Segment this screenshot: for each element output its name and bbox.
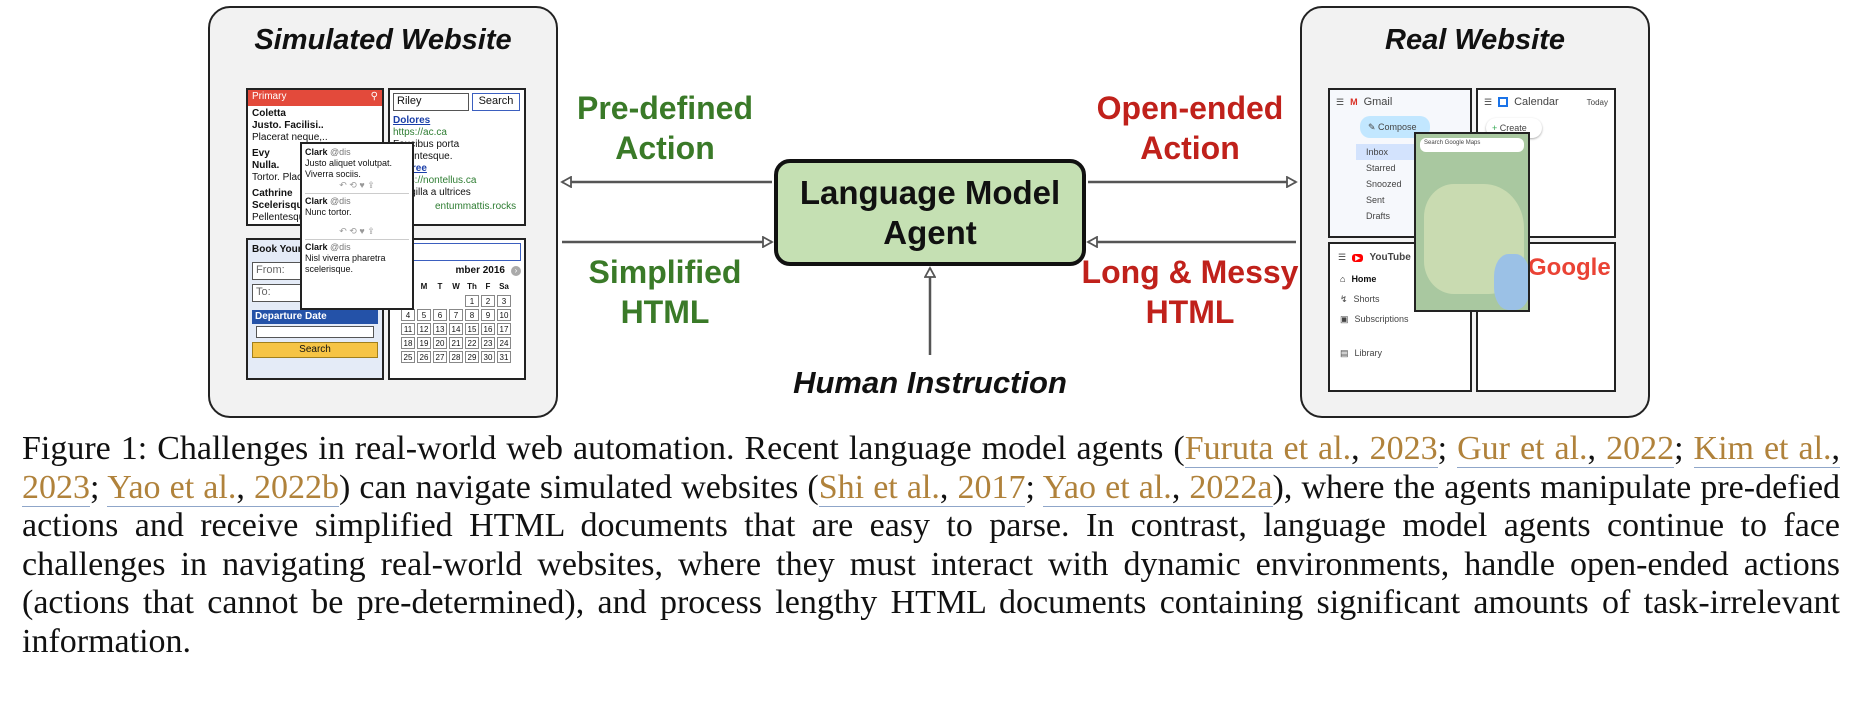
arrows-layer (0, 0, 1856, 355)
social-feed-mockup: Clark @dis Justo aliquet volutpat. Viver… (300, 142, 414, 310)
calendar-day[interactable]: 2 (481, 295, 495, 307)
maps-search-input[interactable]: Search Google Maps (1420, 138, 1524, 152)
departure-date-field[interactable] (256, 326, 374, 338)
email-item[interactable]: Evy Nulla. Tortor. Placera.. (252, 148, 323, 183)
menu-icon[interactable]: ☰ (1484, 96, 1493, 107)
next-month-icon[interactable]: › (511, 266, 521, 276)
calendar-day[interactable]: 23 (481, 337, 495, 349)
shorts-icon: ↯ (1340, 293, 1348, 304)
gmail-item-snoozed[interactable]: Snoozed (1366, 179, 1402, 189)
calendar-day[interactable]: 5 (417, 309, 431, 321)
citation-link[interactable]: Shi et al., 2017 (818, 468, 1026, 507)
calendar-day[interactable]: 30 (481, 351, 495, 363)
weekday-label: T (437, 282, 443, 291)
flight-search-button[interactable]: Search (252, 342, 378, 358)
calendar-day[interactable]: 27 (433, 351, 447, 363)
calendar-day[interactable]: 25 (401, 351, 415, 363)
calendar-logo-icon (1498, 97, 1509, 107)
calendar-day[interactable]: 20 (433, 337, 447, 349)
simulated-website-panel: Simulated Website Primary⚲ Coletta Justo… (208, 6, 558, 418)
gmail-logo-icon: M (1350, 97, 1358, 107)
calendar-day[interactable]: 19 (417, 337, 431, 349)
calendar-day[interactable]: 17 (497, 323, 511, 335)
calendar-day[interactable]: 29 (465, 351, 479, 363)
simulated-website-title: Simulated Website (254, 24, 512, 56)
calendar-day[interactable]: 16 (481, 323, 495, 335)
calendar-day[interactable]: 26 (417, 351, 431, 363)
gmail-item-sent[interactable]: Sent (1366, 195, 1385, 205)
email-header: Primary⚲ (248, 90, 382, 106)
citation-link[interactable]: Yao et al., 2022b (107, 468, 339, 507)
human-instruction-label: Human Instruction (793, 365, 1067, 400)
citation-link[interactable]: Gur et al., 2022 (1457, 430, 1675, 468)
calendar-day[interactable]: 24 (497, 337, 511, 349)
map-water (1494, 254, 1528, 310)
post: Clark @dis Nisl viverra pharetra sceleri… (305, 242, 386, 274)
calendar-day[interactable]: 31 (497, 351, 511, 363)
calendar-day[interactable]: 3 (497, 295, 511, 307)
weekday-label: W (452, 282, 460, 291)
email-item[interactable]: Cathrine Scelerisque feu.. Pellentesque.… (252, 188, 332, 223)
youtube-logo-icon: ▶ (1352, 253, 1364, 262)
calendar-grid: SMTWThFSa1234567891011121314151617181920… (401, 281, 521, 363)
calendar-day[interactable]: 13 (433, 323, 447, 335)
calendar-day[interactable]: 18 (401, 337, 415, 349)
maps-screenshot: Search Google Maps (1414, 132, 1530, 312)
calendar-day[interactable]: 10 (497, 309, 511, 321)
citation-link[interactable]: Furuta et al., 2023 (1184, 430, 1438, 468)
result-title[interactable]: Dolores (393, 115, 431, 126)
calendar-day[interactable]: 8 (465, 309, 479, 321)
calendar-day[interactable]: 12 (417, 323, 431, 335)
create-button[interactable]: + Create (1486, 118, 1542, 138)
citation-link[interactable]: Yao et al., 2022a (1042, 468, 1273, 507)
post: Clark @dis Justo aliquet volutpat. Viver… (305, 147, 409, 194)
menu-icon[interactable]: ☰ (1338, 252, 1347, 262)
yt-item-library[interactable]: ▤Library (1340, 347, 1383, 359)
google-logo: Google (1528, 254, 1611, 281)
library-icon: ▤ (1340, 347, 1349, 358)
citation-link[interactable]: Kim et al., 2023 (22, 430, 1841, 507)
post-actions[interactable]: ↶ ⟲ ♥ ⇪ (339, 180, 375, 190)
yt-item-subscriptions[interactable]: ▣Subscriptions (1340, 313, 1409, 325)
calendar-day[interactable]: 7 (449, 309, 463, 321)
real-website-panel: Real Website ☰ M Gmail ✎ Compose Inbox S… (1300, 6, 1650, 418)
email-item[interactable]: Coletta Justo. Facilisi.. Placerat neque… (252, 108, 328, 143)
search-icon: ⚲ (370, 91, 378, 102)
yt-item-home[interactable]: ⌂Home (1340, 274, 1377, 284)
figure-caption: Figure 1: Challenges in real-world web a… (22, 430, 1841, 660)
yt-item-shorts[interactable]: ↯Shorts (1340, 293, 1380, 305)
calendar-day[interactable]: 22 (465, 337, 479, 349)
weekday-label: F (485, 282, 491, 291)
calendar-day[interactable]: 14 (449, 323, 463, 335)
subscriptions-icon: ▣ (1340, 313, 1349, 324)
search-input[interactable]: Riley (393, 93, 469, 111)
weekday-label: Th (467, 282, 477, 291)
calendar-day[interactable]: 21 (449, 337, 463, 349)
weekday-label: M (420, 282, 428, 291)
calendar-day[interactable]: 6 (433, 309, 447, 321)
calendar-day[interactable]: 1 (465, 295, 479, 307)
menu-icon[interactable]: ☰ (1336, 96, 1345, 107)
compose-button[interactable]: ✎ Compose (1360, 116, 1430, 138)
calendar-day[interactable]: 11 (401, 323, 415, 335)
home-icon: ⌂ (1340, 274, 1346, 284)
gmail-item-starred[interactable]: Starred (1366, 163, 1396, 173)
post: Clark @dis Nunc tortor. ↶ ⟲ ♥ ⇪ (305, 194, 409, 240)
weekday-label: Sa (499, 282, 509, 291)
calendar-day[interactable]: 15 (465, 323, 479, 335)
calendar-day[interactable]: 9 (481, 309, 495, 321)
real-website-title: Real Website (1385, 24, 1565, 56)
search-button[interactable]: Search (472, 93, 520, 111)
calendar-day[interactable]: 28 (449, 351, 463, 363)
gmail-item-drafts[interactable]: Drafts (1366, 211, 1391, 221)
post-actions[interactable]: ↶ ⟲ ♥ ⇪ (339, 226, 375, 236)
